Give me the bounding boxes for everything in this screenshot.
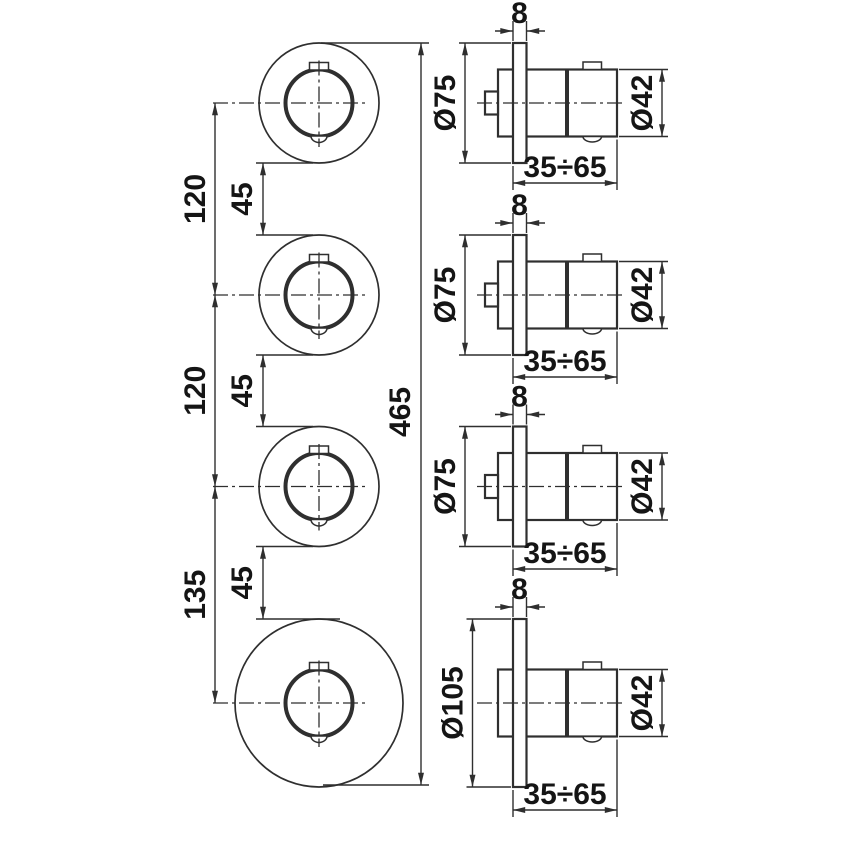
dim-edge-gap-1: 45 xyxy=(226,182,259,215)
dim-plate-thickness-2: 8 xyxy=(511,189,528,222)
dim-depth-range-4: 35÷65 xyxy=(523,778,606,811)
dim-depth-range-3: 35÷65 xyxy=(523,537,606,570)
dim-flange-diameter-2: Ø75 xyxy=(429,267,462,324)
handle-bottom-tab xyxy=(582,327,603,335)
dim-flange-diameter-4: Ø105 xyxy=(436,666,469,739)
front-knob-2 xyxy=(213,234,380,356)
dim-plate-thickness-3: 8 xyxy=(511,380,528,413)
dim-edge-gap-2: 45 xyxy=(226,374,259,407)
handle-top-tab xyxy=(582,61,603,71)
dim-edge-gap-3: 45 xyxy=(226,566,259,599)
handle-bottom-tab xyxy=(582,735,603,743)
dim-plate-thickness-4: 8 xyxy=(511,573,528,606)
dim-overall-height: 465 xyxy=(384,387,417,437)
front-knob-4 xyxy=(213,618,404,788)
dim-center-distance-1: 120 xyxy=(179,174,212,224)
dim-depth-range-2: 35÷65 xyxy=(523,345,606,378)
dim-center-distance-3: 135 xyxy=(179,570,212,620)
front-dimensions: 120 120 135 45 45 45 465 xyxy=(179,42,429,786)
handle-top-tab xyxy=(582,661,603,671)
handle-top-tab xyxy=(582,444,603,454)
front-view xyxy=(213,42,404,788)
dim-depth-range-1: 35÷65 xyxy=(523,151,606,184)
dim-handle-diameter-3: Ø42 xyxy=(626,458,659,515)
dim-handle-diameter-2: Ø42 xyxy=(626,267,659,324)
handle-bottom-tab xyxy=(582,135,603,143)
dim-plate-thickness-1: 8 xyxy=(511,0,528,30)
handle-bottom-tab xyxy=(582,519,603,527)
dim-handle-diameter-1: Ø42 xyxy=(626,75,659,132)
dim-center-distance-2: 120 xyxy=(179,366,212,416)
dim-flange-diameter-3: Ø75 xyxy=(429,458,462,515)
handle-top-tab xyxy=(582,253,603,263)
front-knob-1 xyxy=(213,42,380,164)
dim-handle-diameter-4: Ø42 xyxy=(626,675,659,732)
front-knob-3 xyxy=(213,425,380,548)
dim-flange-diameter-1: Ø75 xyxy=(429,75,462,132)
